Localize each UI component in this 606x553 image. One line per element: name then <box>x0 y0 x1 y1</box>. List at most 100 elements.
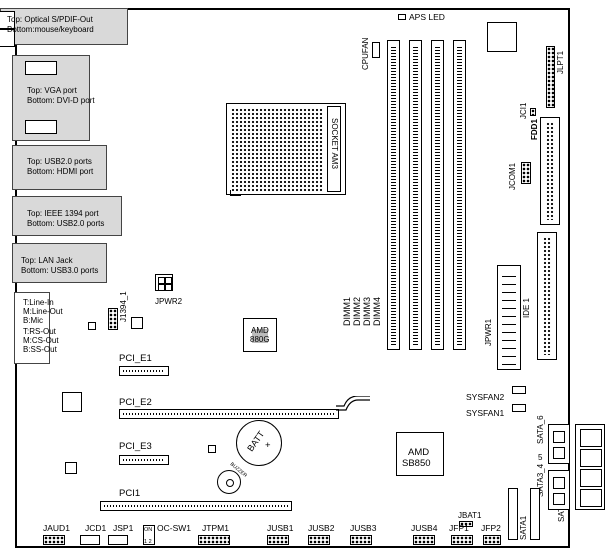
pci-e3-slot <box>119 455 169 465</box>
jusb2-label: JUSB2 <box>308 523 335 533</box>
dimm-slot-2 <box>409 40 422 350</box>
dvi-connector <box>25 120 57 134</box>
cpufan-header <box>372 42 380 58</box>
jcd1-header <box>80 535 100 545</box>
optical-label: Top: Optical S/PDIF-Out <box>7 15 93 24</box>
audio-mic: B:Mic <box>23 316 43 325</box>
pci1-label: PCI1 <box>119 488 141 499</box>
aps-led-indicator <box>398 14 406 20</box>
jpwr2-label: JPWR2 <box>155 297 183 306</box>
j1394-header <box>108 308 118 330</box>
dimm1-label: DIMM1 <box>342 297 352 326</box>
usb3-label: Bottom: USB3.0 ports <box>21 266 99 275</box>
dimm4-label: DIMM4 <box>372 297 382 326</box>
ide1-connector <box>537 232 557 360</box>
pci-e1-label: PCI_E1 <box>119 353 152 364</box>
northbridge-chip <box>243 318 277 352</box>
jlpt1-header <box>546 46 555 108</box>
northbridge-label-2: 880G <box>250 335 270 344</box>
fdd1-label: FDD1 <box>530 119 539 140</box>
sysfan2-label: SYSFAN2 <box>466 392 505 402</box>
southbridge-chip <box>396 432 444 476</box>
vga-connector <box>25 61 57 75</box>
sata1-connector <box>508 488 518 540</box>
sysfan2-header <box>512 386 526 394</box>
sata2-connector <box>530 488 540 540</box>
ocsw1-switch <box>143 525 155 545</box>
io-ieee-usb: Top: IEEE 1394 port Bottom: USB2.0 ports <box>12 196 122 236</box>
jsp1-label: JSP1 <box>113 523 134 533</box>
sysfan1-label: SYSFAN1 <box>466 408 505 418</box>
fdd1-pins <box>546 122 554 220</box>
top-chip <box>487 22 517 52</box>
chip-e <box>208 445 216 453</box>
pci-e2-label: PCI_E2 <box>119 397 152 408</box>
jaud1-header <box>43 535 65 545</box>
sata-3-4-connector <box>548 470 570 510</box>
sata-5-6-connector <box>548 424 570 464</box>
ide1-pins <box>543 237 551 355</box>
ps2-connector <box>0 29 15 47</box>
jbat1-header <box>459 521 473 527</box>
small-chip-a <box>88 322 96 330</box>
jcom1-header <box>521 162 531 184</box>
pci-e1-slot <box>119 366 169 376</box>
southbridge-label-2: SB850 <box>402 458 431 469</box>
jcom1-label: JCOM1 <box>508 162 517 190</box>
keyboard-label: Bottom:mouse/keyboard <box>7 25 94 34</box>
jusb4-header <box>413 535 435 545</box>
spdif-connector <box>0 11 15 29</box>
battery <box>236 420 282 466</box>
io-audio: T:Line-In M:Line-Out B:Mic T:RS-Out M:CS… <box>14 292 63 364</box>
usb-top-label: Top: USB2.0 ports <box>27 157 92 166</box>
io-usb-hdmi: Top: USB2.0 ports Bottom: HDMI port <box>12 145 107 190</box>
cpu-socket <box>226 103 346 195</box>
j1394-label: J1394_1 <box>119 291 128 322</box>
dimm-slot-3 <box>431 40 444 350</box>
jci1-header <box>530 108 536 116</box>
jci1-label: JCI1 <box>519 102 528 119</box>
ocsw1-on: ON <box>144 527 153 533</box>
hdmi-label: Bottom: HDMI port <box>27 167 94 176</box>
jfp2-label: JFP2 <box>481 523 501 533</box>
audio-ss-out: B:SS-Out <box>23 345 57 354</box>
dimm3-label: DIMM3 <box>362 297 372 326</box>
jsp1-header <box>108 535 128 545</box>
pci-e3-label: PCI_E3 <box>119 441 152 452</box>
pci-e2-slot <box>119 409 339 419</box>
jfp2-header <box>483 535 501 545</box>
socket-corner <box>230 190 241 196</box>
jusb3-label: JUSB3 <box>350 523 377 533</box>
chip-c <box>62 392 82 412</box>
lan-label: Top: LAN Jack <box>21 256 73 265</box>
audio-line-in: T:Line-In <box>23 298 54 307</box>
jusb4-label: JUSB4 <box>411 523 438 533</box>
jfp1-header <box>451 535 473 545</box>
buzzer <box>217 470 241 494</box>
fdd1-connector <box>540 117 560 225</box>
jusb3-header <box>350 535 372 545</box>
northbridge-label-1: AMD <box>251 326 269 335</box>
chip-d <box>65 462 77 474</box>
pci1-slot <box>100 501 292 511</box>
jbat1-label: JBAT1 <box>458 511 482 520</box>
jpwr2-connector <box>155 274 173 291</box>
usb-bottom-label: Bottom: USB2.0 ports <box>27 219 105 228</box>
sata1-label: SATA1 <box>519 515 528 540</box>
jfp1-label: JFP1 <box>449 523 469 533</box>
jaud1-label: JAUD1 <box>43 523 70 533</box>
io-vga-dvi: Top: VGA port Bottom: DVI-D port <box>12 55 95 141</box>
dimm-slot-1 <box>387 40 400 350</box>
sysfan1-header <box>512 404 526 412</box>
sata-stack-right <box>575 424 605 510</box>
dvi-label: Bottom: DVI-D port <box>27 96 95 105</box>
jusb2-header <box>308 535 330 545</box>
motherboard-outline <box>15 8 570 548</box>
battery-plus: + <box>265 440 271 451</box>
ocsw1-12: 1 2 <box>144 539 152 545</box>
cpu-lever <box>327 106 341 192</box>
cpu-pin-grid <box>231 108 323 192</box>
vga-label: Top: VGA port <box>27 86 77 95</box>
audio-cs-out: M:CS-Out <box>23 336 59 345</box>
jtpm1-label: JTPM1 <box>202 523 229 533</box>
